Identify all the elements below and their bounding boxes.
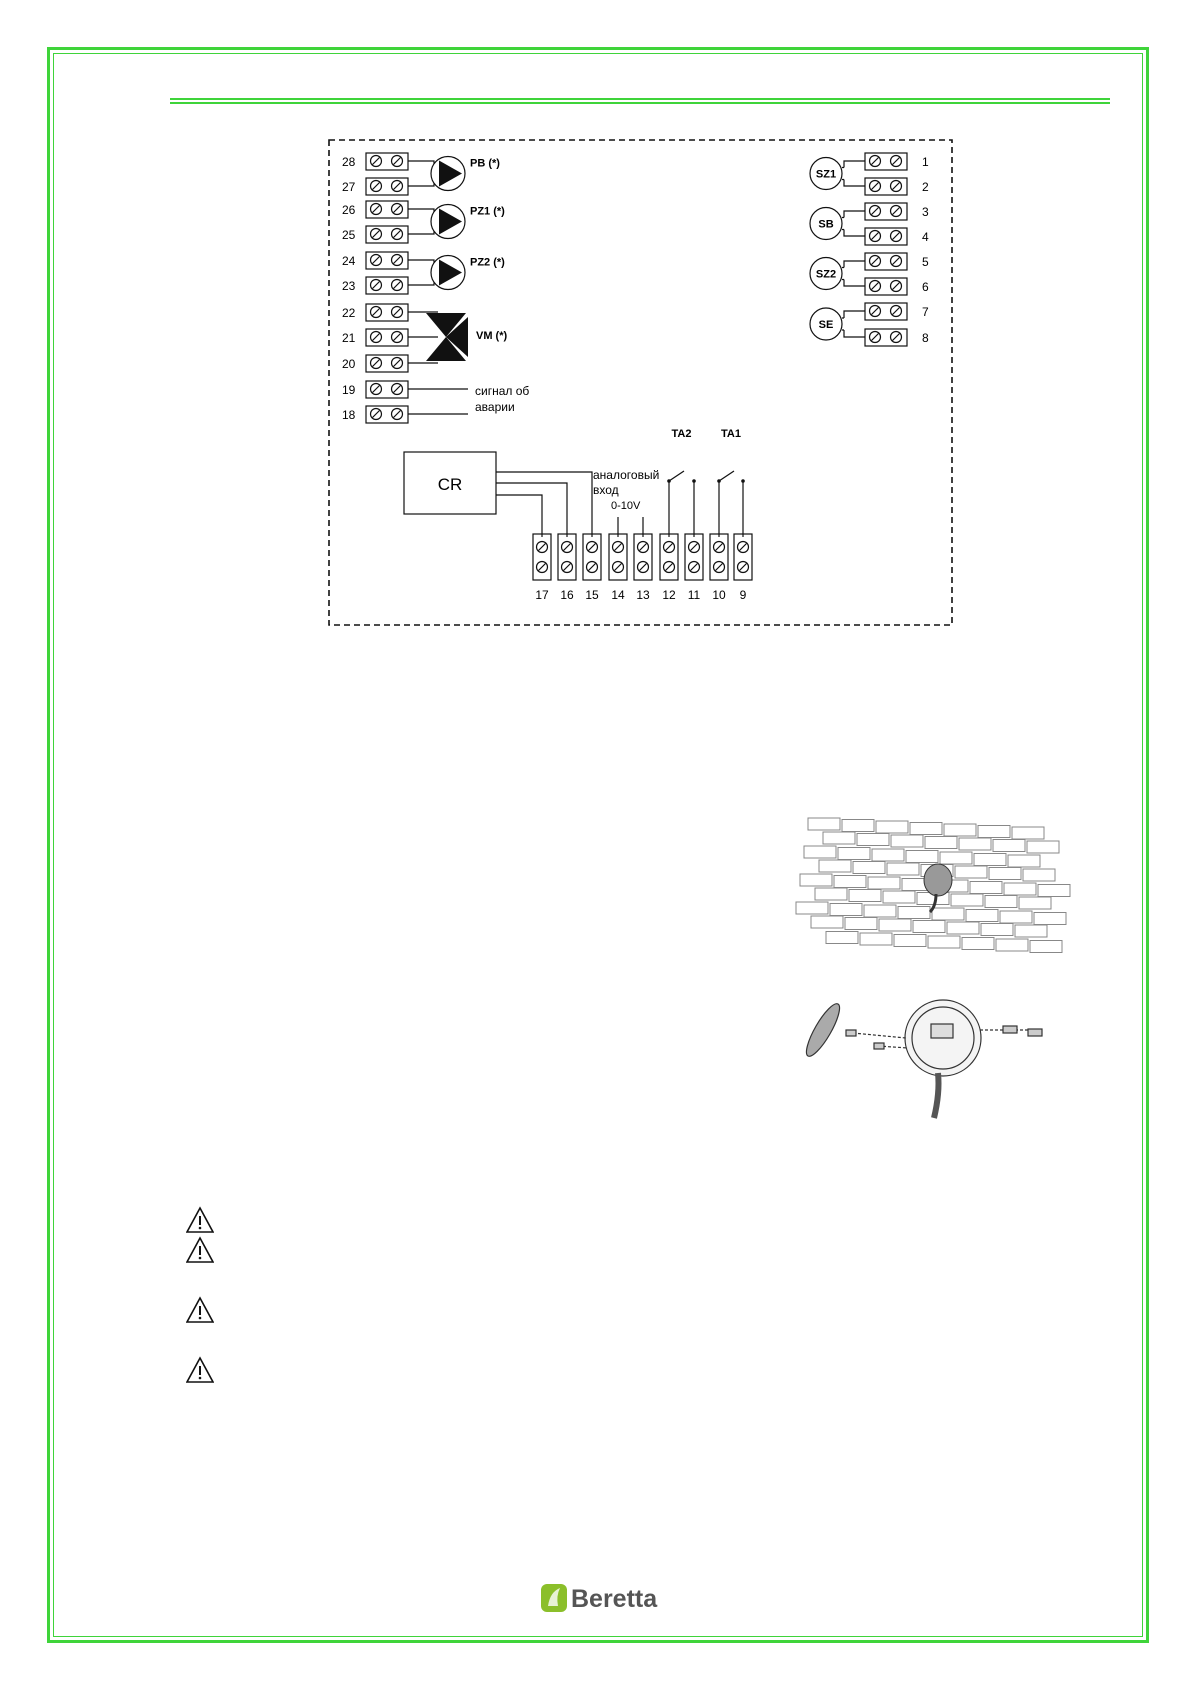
svg-text:аварии: аварии (475, 400, 515, 414)
svg-text:PZ2 (*): PZ2 (*) (470, 257, 505, 269)
terminal-12: 12 (659, 533, 679, 602)
beretta-logo: Beretta (541, 1584, 658, 1613)
terminal-18: 18 (342, 405, 409, 424)
svg-text:PB (*): PB (*) (470, 158, 500, 170)
terminal-7: 7 (864, 302, 929, 321)
svg-text:SZ1: SZ1 (816, 169, 836, 181)
svg-text:VM (*): VM (*) (476, 330, 508, 342)
terminal-23: 23 (342, 276, 409, 295)
brick-wall (795, 817, 1071, 953)
svg-text:22: 22 (342, 306, 356, 320)
cr-unit: CR (403, 451, 593, 537)
warning-icon (186, 1296, 214, 1323)
svg-text:CR: CR (438, 475, 463, 494)
terminal-26: 26 (342, 200, 409, 219)
terminal-14: 14 (608, 533, 628, 602)
terminal-20: 20 (342, 354, 409, 373)
svg-text:24: 24 (342, 254, 356, 268)
terminal-27: 27 (342, 177, 409, 196)
terminal-16: 16 (557, 533, 577, 602)
svg-text:1: 1 (922, 155, 929, 169)
sensor-sz2: SZ2 (809, 256, 865, 291)
mounted-sensor (923, 863, 953, 914)
svg-text:0-10V: 0-10V (611, 500, 641, 512)
terminal-15: 15 (582, 533, 602, 602)
warning-icon (186, 1236, 214, 1263)
terminal-5: 5 (864, 252, 929, 271)
pump-1: PB (*) (408, 155, 500, 192)
terminal-3: 3 (864, 202, 929, 221)
svg-text:вход: вход (593, 483, 619, 497)
svg-text:27: 27 (342, 180, 356, 194)
pump-3: PZ2 (*) (408, 254, 505, 291)
svg-text:19: 19 (342, 383, 356, 397)
diagram-border (328, 139, 953, 626)
terminal-25: 25 (342, 225, 409, 244)
thermostat-ta2: TA2 (667, 428, 696, 537)
svg-text:TA1: TA1 (721, 428, 741, 440)
sensor-sz1: SZ1 (809, 156, 865, 191)
svg-text:11: 11 (688, 588, 701, 602)
terminal-28: 28 (342, 152, 409, 171)
svg-text:TA2: TA2 (672, 428, 692, 440)
svg-text:8: 8 (922, 331, 929, 345)
svg-text:15: 15 (585, 588, 599, 602)
terminal-4: 4 (864, 227, 929, 246)
pump-2: PZ1 (*) (408, 203, 505, 240)
svg-text:SZ2: SZ2 (816, 269, 836, 281)
header-rule (170, 98, 1110, 104)
sensor-se: SE (809, 307, 865, 341)
terminal-11: 11 (684, 533, 704, 602)
svg-text:13: 13 (636, 588, 650, 602)
svg-text:12: 12 (662, 588, 676, 602)
svg-text:4: 4 (922, 230, 929, 244)
svg-text:PZ1 (*): PZ1 (*) (470, 206, 505, 218)
svg-text:10: 10 (712, 588, 726, 602)
svg-text:28: 28 (342, 155, 356, 169)
alarm-output: сигнал об аварии (408, 384, 529, 415)
terminal-8: 8 (864, 328, 929, 347)
svg-text:SE: SE (819, 319, 834, 331)
thermostat-ta1: TA1 (717, 428, 745, 537)
svg-text:3: 3 (922, 205, 929, 219)
svg-text:20: 20 (342, 357, 356, 371)
brand-name: Beretta (571, 1585, 658, 1613)
svg-text:17: 17 (535, 588, 549, 602)
terminal-22: 22 (342, 303, 409, 322)
mixing-valve: VM (*) (408, 311, 508, 364)
page-frame (47, 47, 1149, 1643)
svg-text:26: 26 (342, 203, 356, 217)
terminal-19: 19 (342, 380, 409, 399)
svg-text:9: 9 (740, 588, 747, 602)
svg-text:6: 6 (922, 280, 929, 294)
svg-text:SB: SB (818, 219, 833, 231)
svg-text:25: 25 (342, 228, 356, 242)
terminal-1: 1 (864, 152, 929, 171)
svg-text:18: 18 (342, 408, 356, 422)
terminal-9: 9 (733, 533, 753, 602)
warning-icon (186, 1356, 214, 1383)
svg-text:2: 2 (922, 180, 929, 194)
wall-sensor-illustration (795, 817, 1071, 1119)
svg-text:5: 5 (922, 255, 929, 269)
terminal-21: 21 (342, 328, 409, 347)
terminal-24: 24 (342, 251, 409, 270)
terminal-2: 2 (864, 177, 929, 196)
terminal-10: 10 (709, 533, 729, 602)
sensor-exploded-view (805, 999, 1043, 1119)
svg-text:сигнал об: сигнал об (475, 384, 529, 398)
terminal-6: 6 (864, 277, 929, 296)
svg-text:7: 7 (922, 305, 929, 319)
svg-text:21: 21 (342, 331, 356, 345)
terminal-17: 17 (532, 533, 552, 602)
svg-text:16: 16 (560, 588, 574, 602)
warning-icon (186, 1206, 214, 1233)
sensor-sb: SB (809, 206, 865, 241)
svg-text:23: 23 (342, 279, 356, 293)
svg-text:аналоговый: аналоговый (593, 468, 659, 482)
terminal-13: 13 (633, 533, 653, 602)
svg-text:14: 14 (611, 588, 625, 602)
